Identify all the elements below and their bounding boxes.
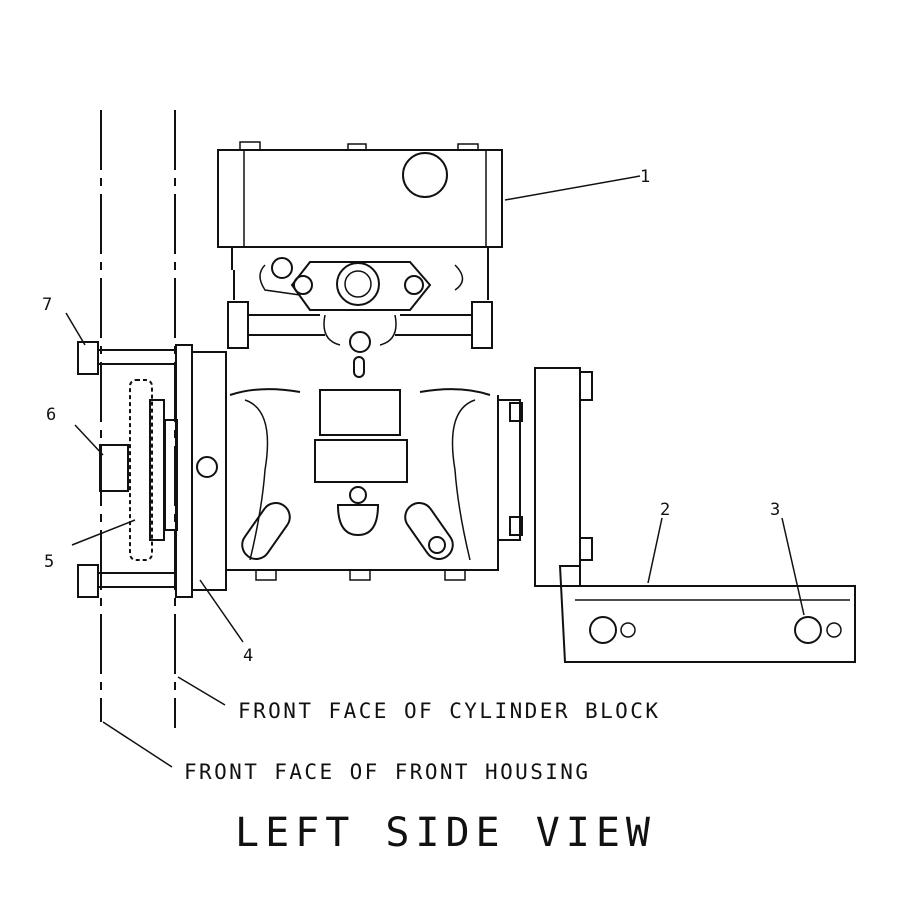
callout-3: 3 xyxy=(770,500,780,520)
front-flange xyxy=(164,344,227,598)
callout-6: 6 xyxy=(46,405,56,425)
cylinder-head xyxy=(217,141,503,248)
crankcase xyxy=(225,247,499,581)
view-title: LEFT SIDE VIEW xyxy=(235,810,653,856)
callout-2: 2 xyxy=(660,500,670,520)
drive-gear xyxy=(99,379,165,561)
note-front-housing: FRONT FACE OF FRONT HOUSING xyxy=(184,760,588,784)
note-cylinder-block: FRONT FACE OF CYLINDER BLOCK xyxy=(238,699,658,723)
leader-lines xyxy=(65,175,805,768)
bolts xyxy=(77,341,177,598)
rear-flange xyxy=(497,367,593,587)
callout-4: 4 xyxy=(243,646,253,666)
callout-5: 5 xyxy=(44,552,54,572)
callout-1: 1 xyxy=(640,167,650,187)
callout-7: 7 xyxy=(42,295,52,315)
bracket xyxy=(558,565,856,663)
